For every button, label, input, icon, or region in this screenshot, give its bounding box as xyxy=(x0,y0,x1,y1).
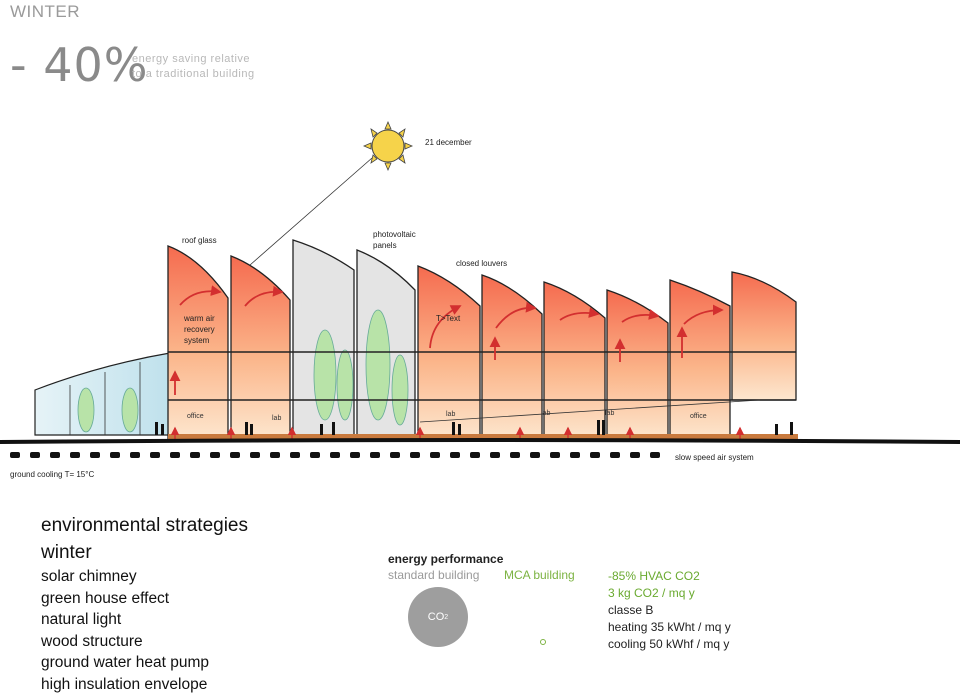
roof-glass-label: roof glass xyxy=(182,236,217,245)
strategy-item: wood structure xyxy=(41,631,248,653)
co2-sub: 2 xyxy=(444,614,448,621)
ground-cooling-label: ground cooling T= 15°C xyxy=(10,470,94,479)
strategy-item: high insulation envelope xyxy=(41,674,248,695)
room-label: lab xyxy=(272,415,281,422)
strategies-heading: environmental strategies xyxy=(41,512,248,539)
room-label: lab xyxy=(446,411,455,418)
warm-air-line1: warm air xyxy=(183,314,215,323)
heating-value: heating 35 kWht / mq y xyxy=(608,619,731,636)
mca-performance-list: -85% HVAC CO2 3 kg CO2 / mq y classe B h… xyxy=(608,568,731,653)
tree-icon xyxy=(122,388,138,432)
chimney-bay xyxy=(544,282,605,440)
mca-building-label: MCA building xyxy=(504,568,575,582)
ground-line xyxy=(0,438,960,444)
sun-icon xyxy=(364,122,412,170)
strategy-item: solar chimney xyxy=(41,566,248,588)
strategy-item: green house effect xyxy=(41,588,248,610)
saving-desc-line2: to a traditional building xyxy=(132,67,255,82)
room-label: lab xyxy=(605,410,614,417)
cooling-value: cooling 50 kWhf / mq y xyxy=(608,636,731,653)
building-section-diagram: 21 december xyxy=(0,110,960,490)
strategy-item: ground water heat pump xyxy=(41,652,248,674)
room-label: office xyxy=(187,413,204,420)
tree-icon xyxy=(78,388,94,432)
saving-percentage: - 40% xyxy=(10,38,148,92)
energy-class: classe B xyxy=(608,602,731,619)
strategies-list: environmental strategies winter solar ch… xyxy=(41,512,248,695)
hvac-reduction: -85% HVAC CO2 xyxy=(608,568,731,585)
saving-desc-line1: energy saving relative xyxy=(132,52,255,67)
warm-air-line3: system xyxy=(184,336,210,345)
room-label: lab xyxy=(541,410,550,417)
greenhouse-glass xyxy=(293,240,415,440)
ground-pipes xyxy=(10,452,660,458)
chimney-bay xyxy=(482,275,542,440)
co2-per-mq: 3 kg CO2 / mq y xyxy=(608,585,731,602)
greenhouse-glass xyxy=(35,353,170,435)
chimney-bay xyxy=(732,272,796,400)
pv-label-line2: panels xyxy=(373,241,397,250)
room-label: office xyxy=(690,413,707,420)
strategies-season: winter xyxy=(41,539,248,566)
mca-co2-dot xyxy=(540,639,546,645)
chimney-bay xyxy=(231,256,290,440)
date-label: 21 december xyxy=(425,138,472,147)
chimney-bay xyxy=(607,290,668,440)
pv-label-line1: photovoltaic xyxy=(373,230,416,239)
co2-label: CO xyxy=(428,611,445,623)
closed-louvers-label: closed louvers xyxy=(456,259,507,268)
standard-building-label: standard building xyxy=(388,568,479,582)
slow-air-label: slow speed air system xyxy=(675,453,754,462)
energy-performance-title: energy performance xyxy=(388,552,503,566)
strategy-item: natural light xyxy=(41,609,248,631)
saving-description: energy saving relative to a traditional … xyxy=(132,52,255,82)
t-text-label: T>Text xyxy=(436,314,461,323)
season-title: WINTER xyxy=(10,2,80,22)
warm-air-line2: recovery xyxy=(184,325,215,334)
